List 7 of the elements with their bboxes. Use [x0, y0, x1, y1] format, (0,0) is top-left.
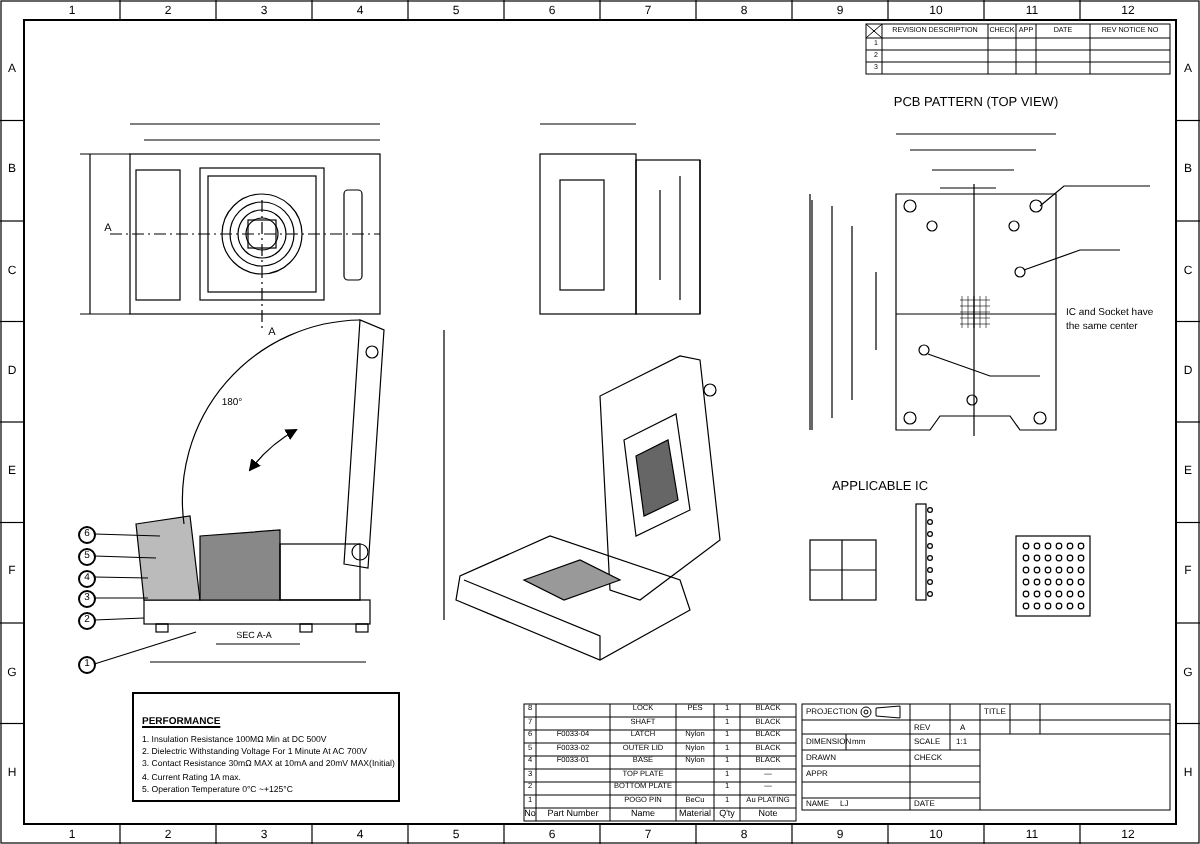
leader-line	[93, 631, 197, 665]
leader-line	[93, 555, 157, 559]
performance-panel	[132, 692, 400, 803]
leader-line	[93, 597, 149, 599]
leader-line	[93, 533, 161, 537]
leader-line	[93, 617, 145, 621]
leader-line	[93, 576, 149, 579]
